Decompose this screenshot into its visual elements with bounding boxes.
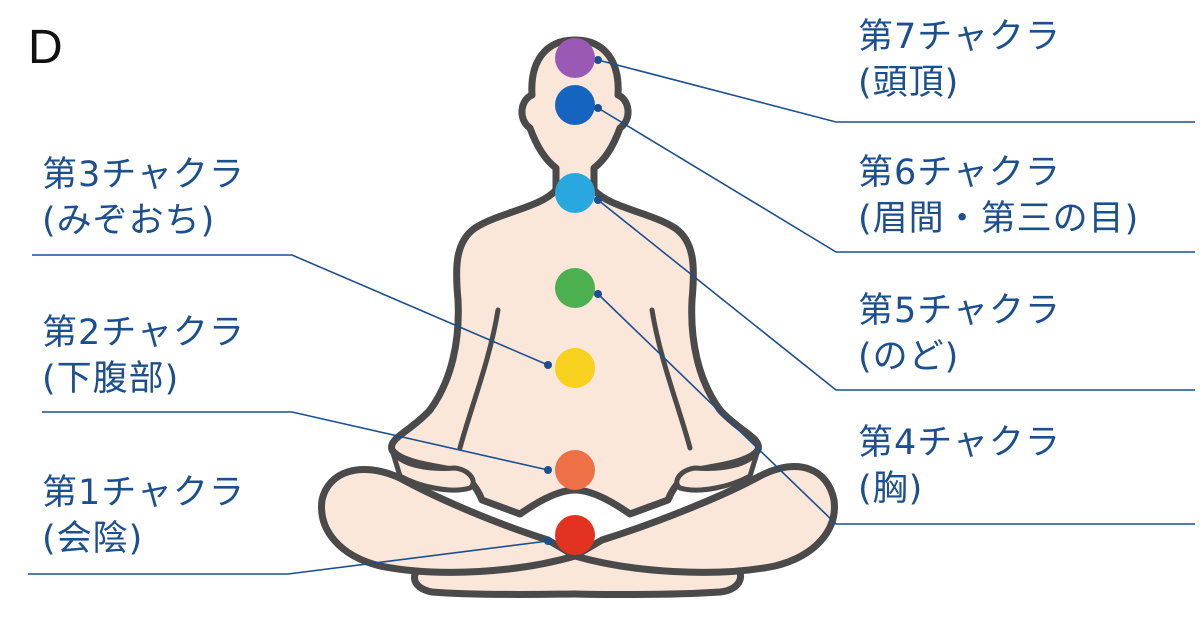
chakra-6-name: 第6チャクラ <box>858 153 1061 193</box>
right-arm-line <box>649 307 693 451</box>
leader-dots <box>544 56 602 545</box>
chakra-7-dot <box>555 38 595 78</box>
chakra-7-location: (頭頂) <box>858 63 960 103</box>
chakra-3-location: (みぞおち) <box>42 201 216 241</box>
leader-line-6 <box>597 107 1195 253</box>
chakra-1-location: (会陰) <box>42 519 144 559</box>
chakra-3-dot <box>555 348 595 388</box>
chakra-7-name: 第7チャクラ <box>858 17 1061 57</box>
leader-lines <box>28 59 1195 575</box>
right-thigh <box>571 463 838 576</box>
leader-line-3 <box>32 254 549 366</box>
chakra-4-location: (胸) <box>858 469 924 509</box>
left-thigh <box>318 466 579 576</box>
chakra-5-location: (のど) <box>858 337 960 377</box>
right-hand <box>674 447 761 493</box>
chakra-2-location: (下腹部) <box>42 359 180 399</box>
chakra-6-location: (眉間・第三の目) <box>858 199 1140 239</box>
left-arm-line <box>457 307 501 451</box>
label-chakra-7: 第7チャクラ (頭頂) <box>858 14 1061 106</box>
leader-line-5 <box>597 199 1195 391</box>
chakra-5-name: 第5チャクラ <box>858 291 1061 331</box>
chakra-2-name: 第2チャクラ <box>42 313 245 353</box>
leader-dot-7 <box>594 56 602 64</box>
meditating-figure <box>318 36 838 598</box>
chakra-1-name: 第1チャクラ <box>42 473 245 513</box>
leader-line-7 <box>597 59 1195 123</box>
chakra-6-dot <box>555 85 595 125</box>
leader-line-2 <box>42 411 549 471</box>
label-chakra-1: 第1チャクラ (会陰) <box>42 470 245 562</box>
chakra-5-dot <box>555 173 595 213</box>
chakra-2-dot <box>555 450 595 490</box>
chakra-4-name: 第4チャクラ <box>858 423 1061 463</box>
leader-dot-4 <box>594 290 602 298</box>
chakra-3-name: 第3チャクラ <box>42 155 245 195</box>
leader-dot-2 <box>544 466 552 474</box>
leader-line-4 <box>597 293 1195 525</box>
leader-dot-6 <box>594 104 602 112</box>
label-chakra-5: 第5チャクラ (のど) <box>858 288 1061 380</box>
left-hand <box>389 447 476 493</box>
panel-letter: D <box>28 21 63 74</box>
leader-line-1 <box>28 540 549 575</box>
chakra-points <box>555 38 595 555</box>
leader-dot-5 <box>594 196 602 204</box>
label-chakra-4: 第4チャクラ (胸) <box>858 420 1061 512</box>
chakra-4-dot <box>555 268 595 308</box>
leader-dot-1 <box>544 537 552 545</box>
leader-dot-3 <box>544 361 552 369</box>
label-chakra-2: 第2チャクラ (下腹部) <box>42 310 245 402</box>
label-chakra-6: 第6チャクラ (眉間・第三の目) <box>858 150 1139 242</box>
label-chakra-3: 第3チャクラ (みぞおち) <box>42 152 245 244</box>
chakra-1-dot <box>555 515 595 555</box>
